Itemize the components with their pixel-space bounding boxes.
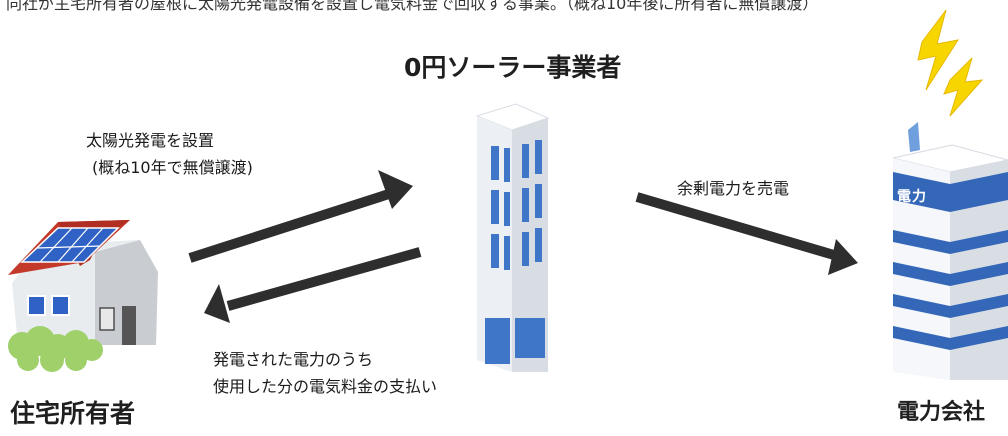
arrow-payment xyxy=(204,247,422,323)
utility-stripes xyxy=(893,172,1008,350)
utility-building-illustration xyxy=(892,122,1008,380)
surplus-label: 余剰電力を売電 xyxy=(677,179,790,198)
utility-label: 電力会社 xyxy=(897,400,986,425)
solar-panel-icon xyxy=(20,227,120,263)
payment-label-line1: 発電された電力のうち xyxy=(213,350,374,369)
operator-label: 0円ソーラー事業者 xyxy=(404,53,622,82)
house-illustration xyxy=(8,220,158,372)
header-text: 同社が主宅所有者の屋根に太陽光発電設備を設置し電気料金で回収する事業。（概ね10… xyxy=(6,0,819,13)
arrow-install xyxy=(188,170,413,263)
bush-icon xyxy=(8,326,103,372)
arrows xyxy=(188,170,858,323)
payment-label-line2: 使用した分の電気料金の支払い xyxy=(213,377,438,396)
arrow-surplus xyxy=(635,192,858,275)
install-label-line1: 太陽光発電を設置 xyxy=(86,131,215,150)
install-label-line2: (概ね10年で無償譲渡) xyxy=(92,158,253,177)
lightning-icon xyxy=(917,9,984,117)
utility-sign: 電力 xyxy=(897,189,927,205)
homeowner-label: 住宅所有者 xyxy=(10,399,136,428)
operator-building-illustration xyxy=(475,103,550,372)
